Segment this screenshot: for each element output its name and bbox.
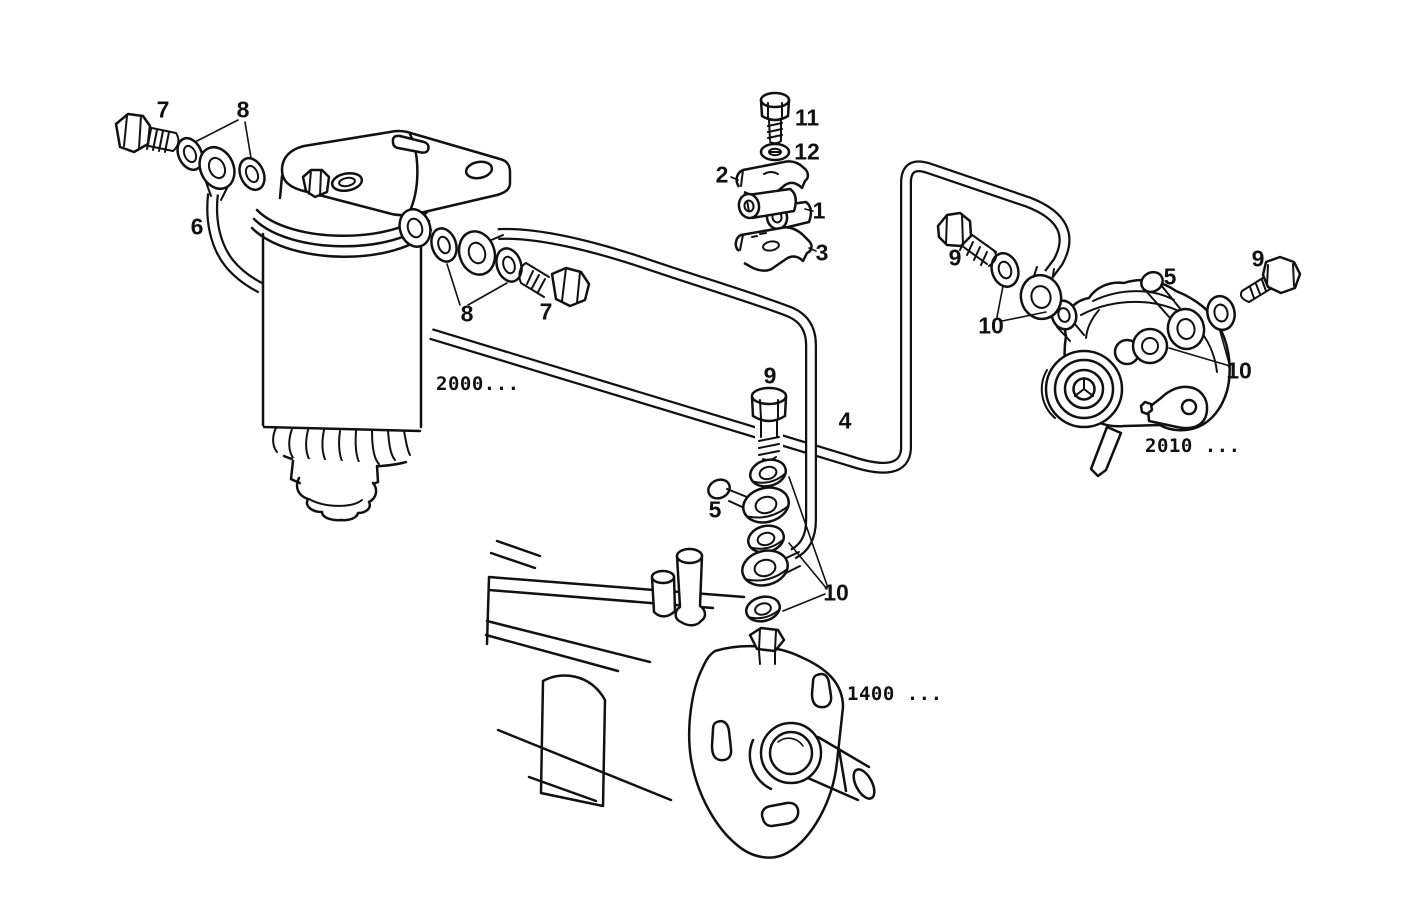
filter-head [280, 129, 512, 217]
fuel-filter-assembly [250, 129, 512, 522]
callout-10-18: 10 [823, 579, 849, 606]
washer-8 [495, 247, 523, 283]
bracket-slot [391, 134, 430, 154]
callout-3-9: 3 [815, 239, 829, 266]
callout-11-5: 11 [794, 104, 820, 131]
pump-shaft [806, 735, 876, 802]
inlet-union-hex [748, 626, 786, 653]
washer-10 [745, 595, 781, 623]
injection-pump-assembly [484, 539, 876, 859]
callout-4-16: 4 [838, 407, 852, 434]
washer-8 [238, 156, 266, 192]
washer-8 [430, 227, 458, 263]
feed-pump-pulley [1040, 349, 1124, 429]
leader-lines [194, 119, 1231, 612]
callout-7-0: 7 [156, 96, 170, 123]
bracket-hole [464, 160, 494, 180]
callout-7-4: 7 [539, 298, 553, 325]
filter-inlet-fittings [114, 112, 266, 201]
callout-2-7: 2 [715, 161, 729, 188]
callout-9-13: 9 [1251, 245, 1265, 272]
pipe-banjo-union [1019, 266, 1063, 321]
filter-outlet-boss [398, 208, 432, 248]
banjo-union-hose [198, 145, 236, 191]
callout-6-2: 6 [190, 213, 204, 240]
filter-outlet-fittings [398, 208, 591, 308]
bolt-9-inlet [936, 211, 998, 267]
feed-pump-bracket [1089, 385, 1209, 478]
elbow-union-5 [707, 478, 790, 524]
callout-10-11: 10 [978, 312, 1004, 339]
callout-5-12: 5 [1163, 263, 1177, 290]
injection-pump-inlet-stack [707, 386, 801, 665]
bolt-7-head [550, 266, 591, 308]
washer-12 [759, 142, 791, 162]
clamp-cushion-1 [737, 187, 813, 231]
bolt-11-head [759, 91, 791, 109]
washer-10 [747, 524, 785, 554]
pump-foot [539, 674, 607, 808]
reference-label-fuel-filter-assembly: 2000... [436, 373, 520, 395]
washer-10 [990, 252, 1020, 288]
callout-8-1: 8 [236, 96, 250, 123]
callout-9-10: 9 [948, 244, 962, 271]
reference-label-fuel-feed-pump-assembly: 2010 ... [1145, 435, 1241, 457]
bolt-9-outlet [1239, 255, 1302, 303]
callout-5-17: 5 [708, 496, 722, 523]
callout-10-14: 10 [1226, 357, 1252, 384]
fuel-feed-pump-assembly [936, 211, 1302, 478]
banjo-union-pipe [457, 230, 497, 276]
bolt-7-head [114, 112, 152, 154]
pump-top-fittings [650, 547, 707, 627]
filter-head-bolt [301, 168, 331, 199]
reference-label-injection-pump-assembly: 1400 ... [847, 683, 943, 705]
fuel-pipe-to-feed-pump [429, 160, 1071, 474]
washer-10 [1131, 327, 1169, 365]
fuel-pipe-4 [497, 227, 817, 560]
callout-1-8: 1 [812, 197, 826, 224]
washer-8 [176, 136, 204, 172]
callout-8-3: 8 [460, 300, 474, 327]
callout-12-6: 12 [794, 138, 820, 165]
fuel-hose-6 [206, 193, 264, 294]
elbow-union-5 [1140, 270, 1206, 351]
bolt-9-head [750, 386, 788, 406]
banjo-union-pipe-4 [741, 549, 801, 587]
callout-9-15: 9 [763, 362, 777, 389]
washer-10 [1206, 294, 1236, 332]
washer-10 [749, 458, 787, 488]
